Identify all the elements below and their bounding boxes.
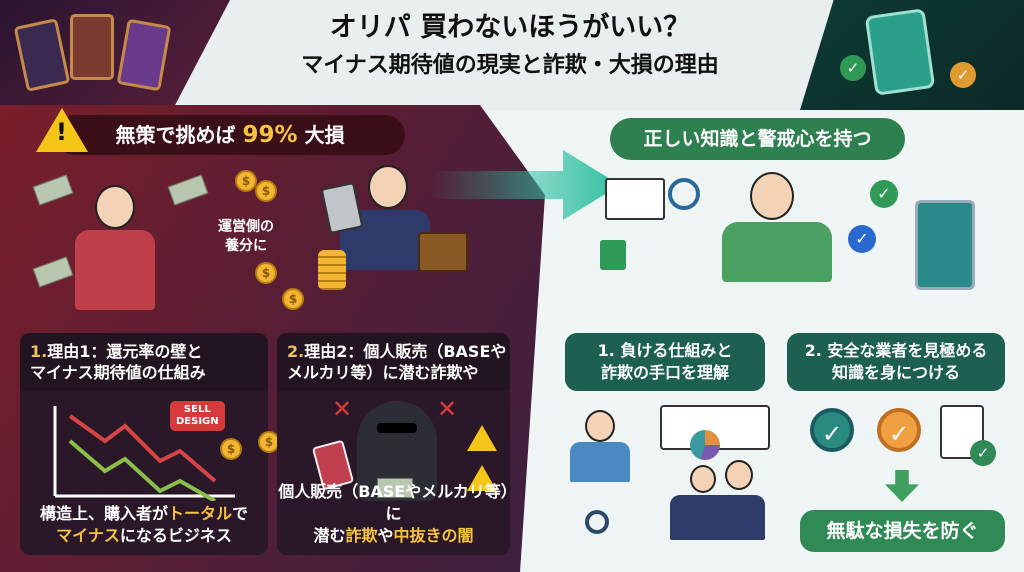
reason1-summary: 構造上、購入者がトータルで マイナスになるビジネス — [20, 503, 268, 547]
reason2-title: 理由2：個人販売（BASEや メルカリ等）に潜む詐欺や — [287, 342, 507, 382]
operator-illustration — [368, 165, 408, 209]
mask-icon — [377, 423, 417, 433]
summary-highlight: トータル — [167, 504, 232, 523]
cross-icon: ✕ — [437, 395, 458, 423]
heading-text: 無策で挑めば — [115, 123, 243, 147]
warning-icon — [467, 425, 497, 451]
summary-text: 構造上、購入者が — [39, 504, 168, 523]
coin-icon: $ — [220, 438, 242, 460]
summary-highlight: 詐欺 — [345, 526, 378, 545]
reason2-number: 2. — [287, 342, 305, 361]
money-icon — [377, 478, 413, 498]
check-icon: ✓ — [870, 180, 898, 208]
declining-chart-icon — [53, 406, 235, 501]
notebook-icon — [600, 240, 626, 270]
reason2-card: 2.理由2：個人販売（BASEや メルカリ等）に潜む詐欺や ✕ ✕ 個人販売（B… — [277, 333, 510, 555]
warning-icon — [36, 108, 88, 152]
treasure-chest-icon — [418, 232, 468, 272]
heading-text: 大損 — [297, 123, 345, 147]
buyer-illustration — [95, 185, 135, 229]
reason2-heading: 2.理由2：個人販売（BASEや メルカリ等）に潜む詐欺や — [277, 333, 510, 391]
point1-card: 1. 負ける仕組みと 詐欺の手口を理解 — [565, 333, 765, 391]
magnifier-icon — [668, 178, 700, 210]
check-badge-icon: ✓ — [877, 408, 921, 452]
heading-percent: 99% — [242, 122, 298, 148]
coin-icon: $ — [235, 170, 257, 192]
summary-text: 潜む — [313, 526, 346, 545]
reason1-heading: 1.理由1：還元率の壁と マイナス期待値の仕組み — [20, 333, 268, 391]
card-pack-icon — [915, 200, 975, 290]
danger-heading: 無策で挑めば 99% 大損 — [55, 115, 405, 155]
card-icon — [13, 18, 71, 92]
card-icon — [116, 18, 172, 92]
reason2-summary: 個人販売（BASEやメルカリ等）に 潜む詐欺や中抜きの闇 — [277, 481, 510, 547]
colleague-illustration — [690, 465, 716, 493]
reason1-number: 1. — [30, 342, 48, 361]
prevent-loss-result: 無駄な損失を防ぐ — [800, 510, 1005, 552]
analyst-illustration — [585, 410, 615, 442]
warning-icon — [467, 465, 497, 491]
summary-highlight: マイナス — [56, 526, 120, 545]
learner-body — [722, 222, 832, 282]
coin-stack-icon — [318, 250, 346, 290]
cross-icon: ✕ — [332, 395, 353, 423]
sell-design-badge: SELL DESIGN — [170, 401, 225, 431]
safe-pack-illustration: ✓ ✓ — [800, 0, 1024, 110]
summary-text: になるビジネス — [119, 526, 232, 545]
summary-text: で — [232, 504, 249, 523]
check-icon: ✓ — [950, 62, 976, 88]
learner-illustration — [750, 172, 794, 220]
buyer-body — [75, 230, 155, 310]
summary-text: や — [377, 526, 394, 545]
check-icon: ✓ — [970, 440, 996, 466]
check-icon: ✓ — [840, 55, 866, 81]
down-arrow-icon — [885, 470, 919, 502]
coin-icon: $ — [282, 288, 304, 310]
magnifier-icon — [585, 510, 609, 534]
book-icon — [605, 178, 665, 220]
analyst-body — [570, 442, 630, 482]
summary-text: 個人販売（BASEやメルカリ等）に — [278, 482, 509, 523]
colleague-illustration — [725, 460, 753, 490]
middle-label: 運営側の 養分に — [218, 219, 274, 254]
check-icon: ✓ — [848, 225, 876, 253]
page-title: オリパ 買わないほうがいい？ マイナス期待値の現実と詐欺・大損の理由 — [200, 8, 820, 84]
card-icon — [70, 14, 114, 80]
safe-heading: 正しい知識と警戒心を持つ — [610, 118, 905, 160]
pack-icon — [864, 8, 936, 96]
warning-mark: ! — [56, 118, 67, 146]
coin-icon: $ — [255, 180, 277, 202]
title-line2: マイナス期待値の現実と詐欺・大損の理由 — [301, 53, 719, 78]
reason1-card: 1.理由1：還元率の壁と マイナス期待値の仕組み SELL DESIGN $ $… — [20, 333, 280, 555]
summary-highlight: 中抜きの闇 — [393, 526, 474, 545]
coin-icon: $ — [255, 262, 277, 284]
point2-card: 2. 安全な業者を見極める 知識を身につける — [787, 333, 1005, 391]
title-line1: オリパ 買わないほうがいい？ — [329, 12, 691, 43]
colleagues-body — [670, 495, 765, 540]
pie-chart-icon — [690, 430, 720, 460]
check-badge-icon: ✓ — [810, 408, 854, 452]
reason1-title: 理由1：還元率の壁と マイナス期待値の仕組み — [30, 342, 206, 382]
